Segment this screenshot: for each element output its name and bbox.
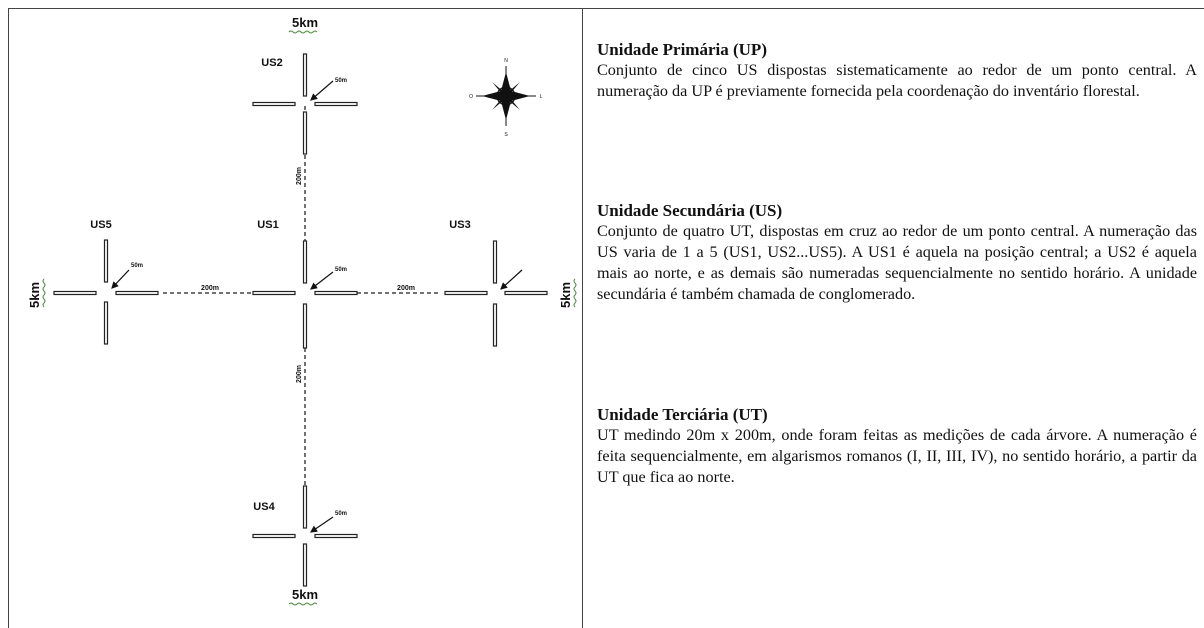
us5-callout-label: 50m xyxy=(131,263,143,269)
section-primary-title: Unidade Primária (UP) xyxy=(597,40,767,59)
us2-plot-west xyxy=(252,101,296,107)
distance-top-label: 5km xyxy=(292,15,318,30)
unit-us2: US2 50m xyxy=(252,53,358,155)
us3-plot-south xyxy=(492,303,498,347)
us3-plot-north xyxy=(492,240,498,284)
section-primary-unit: Unidade Primária (UP) Conjunto de cinco … xyxy=(597,40,1197,102)
compass-west-label: O xyxy=(469,94,473,100)
us4-callout-label: 50m xyxy=(335,511,347,517)
us1-plot-north xyxy=(302,240,308,284)
distance-right-label: 5km xyxy=(558,282,573,308)
distance-right-underline xyxy=(573,278,577,308)
compass-north-label: N xyxy=(504,58,508,64)
us1-callout-label: 50m xyxy=(335,267,347,273)
distance-top-underline xyxy=(288,30,318,34)
section-primary-body: Conjunto de cinco US dispostas sistemati… xyxy=(597,61,1197,100)
us2-label: US2 xyxy=(261,57,282,69)
us1-plot-south xyxy=(302,303,308,349)
section-tertiary-unit: Unidade Terciária (UT) UT medindo 20m x … xyxy=(597,405,1197,488)
us2-plot-east xyxy=(314,101,358,107)
us3-plot-west xyxy=(444,290,488,296)
us5-callout-arrow xyxy=(111,269,130,289)
us3-label: US3 xyxy=(449,219,470,231)
us4-plot-east xyxy=(314,533,358,539)
unit-us5: US5 50m xyxy=(53,219,159,345)
spacing-label-south: 200m xyxy=(296,365,303,383)
us1-label: US1 xyxy=(257,219,278,231)
us1-callout-arrow xyxy=(310,271,334,290)
us2-callout-arrow xyxy=(310,80,334,101)
compass-rose-icon: N S L O xyxy=(469,58,543,138)
unit-us1: US1 50m xyxy=(252,219,358,349)
us4-plot-north xyxy=(302,485,308,529)
us3-callout-arrow xyxy=(500,269,523,290)
us3-plot-east xyxy=(504,290,548,296)
diagram-panel xyxy=(8,8,583,628)
us1-plot-west xyxy=(252,290,296,296)
text-panel xyxy=(583,8,1204,628)
spacing-label-north: 200m xyxy=(296,167,303,185)
section-secondary-title: Unidade Secundária (US) xyxy=(597,201,783,220)
spacing-label-east: 200m xyxy=(397,285,415,292)
section-tertiary-title: Unidade Terciária (UT) xyxy=(597,405,768,424)
distance-left-underline xyxy=(42,278,46,308)
compass-east-label: L xyxy=(540,94,543,100)
us5-label: US5 xyxy=(90,219,111,231)
compass-south-label: S xyxy=(504,132,508,138)
unit-us3: US3 xyxy=(444,219,548,347)
distance-bottom-underline xyxy=(288,602,318,606)
sampling-layout-diagram: 5km 5km 5km 5km 200m 200m 200m 200m xyxy=(27,15,577,606)
distance-left-label: 5km xyxy=(27,282,42,308)
spacing-label-west: 200m xyxy=(201,285,219,292)
us2-callout-label: 50m xyxy=(335,78,347,84)
us1-plot-east xyxy=(314,290,358,296)
us5-plot-west xyxy=(53,290,97,296)
us4-callout-arrow xyxy=(310,516,334,533)
us2-plot-south xyxy=(302,111,308,155)
us2-plot-north xyxy=(302,53,308,97)
us5-plot-east xyxy=(115,290,159,296)
section-tertiary-body: UT medindo 20m x 200m, onde foram feitas… xyxy=(597,426,1197,486)
us5-plot-south xyxy=(103,301,109,345)
us4-plot-south xyxy=(302,543,308,587)
us4-label: US4 xyxy=(253,501,275,513)
section-secondary-unit: Unidade Secundária (US) Conjunto de quat… xyxy=(597,201,1197,305)
unit-us4: US4 50m xyxy=(252,485,358,587)
us5-plot-north xyxy=(103,239,109,283)
distance-bottom-label: 5km xyxy=(292,587,318,602)
us4-plot-west xyxy=(252,533,296,539)
section-secondary-body: Conjunto de quatro UT, dispostas em cruz… xyxy=(597,222,1197,303)
